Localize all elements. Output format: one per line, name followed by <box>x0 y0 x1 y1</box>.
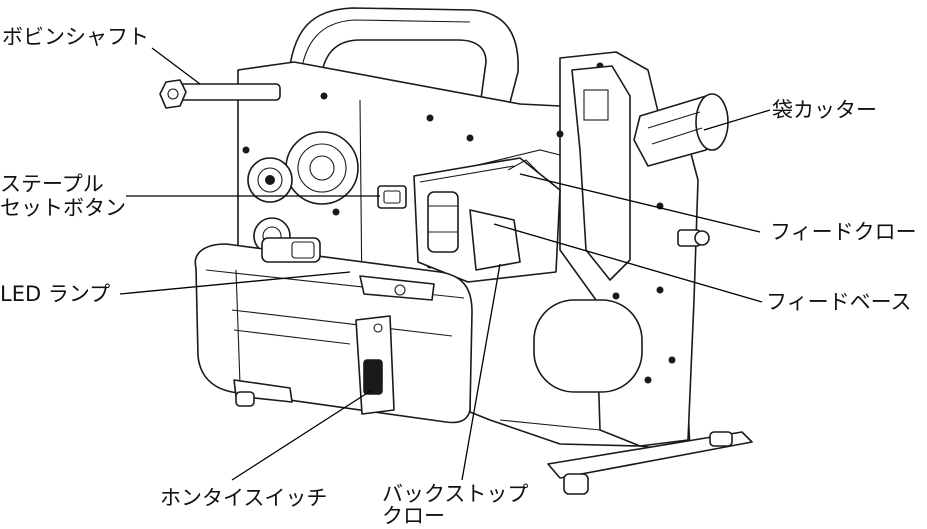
label-backstop-claw-line1: バックストップ <box>382 482 529 506</box>
leader-power-switch <box>231 389 373 481</box>
label-bag-cutter: 袋カッター <box>772 98 877 122</box>
left-foot <box>233 379 293 407</box>
leader-backstop-claw <box>461 263 501 481</box>
label-bobbin-shaft: ボビンシャフト <box>2 25 149 49</box>
power-switch <box>355 315 395 415</box>
battery-housing <box>194 243 473 424</box>
label-feed-base: フィードベース <box>766 290 912 314</box>
leader-bag-cutter <box>703 109 771 131</box>
feed-unit <box>413 157 561 283</box>
label-led-lamp: LED ランプ <box>0 282 111 306</box>
right-foot <box>547 431 753 495</box>
leader-feed-claw <box>519 173 761 233</box>
leader-feed-base <box>493 223 763 303</box>
label-staple-set-button-line1: ステープル <box>0 172 104 196</box>
leader-lines <box>119 47 771 481</box>
label-power-switch: ホンタイスイッチ <box>160 486 328 510</box>
label-feed-claw: フィードクロー <box>770 220 917 244</box>
bobbin-shaft <box>159 79 281 109</box>
staple-set-button <box>377 185 407 209</box>
pulley-small <box>247 157 293 203</box>
label-backstop-claw-line2: クロー <box>382 504 445 528</box>
side-knob <box>677 229 710 247</box>
leader-bobbin-shaft <box>151 47 201 85</box>
label-staple-set-button-line2: セットボタン <box>0 196 126 220</box>
bag-cutter <box>571 65 729 281</box>
pulley-large <box>285 131 359 205</box>
leader-led-lamp <box>119 271 351 295</box>
connector-block <box>261 237 321 263</box>
